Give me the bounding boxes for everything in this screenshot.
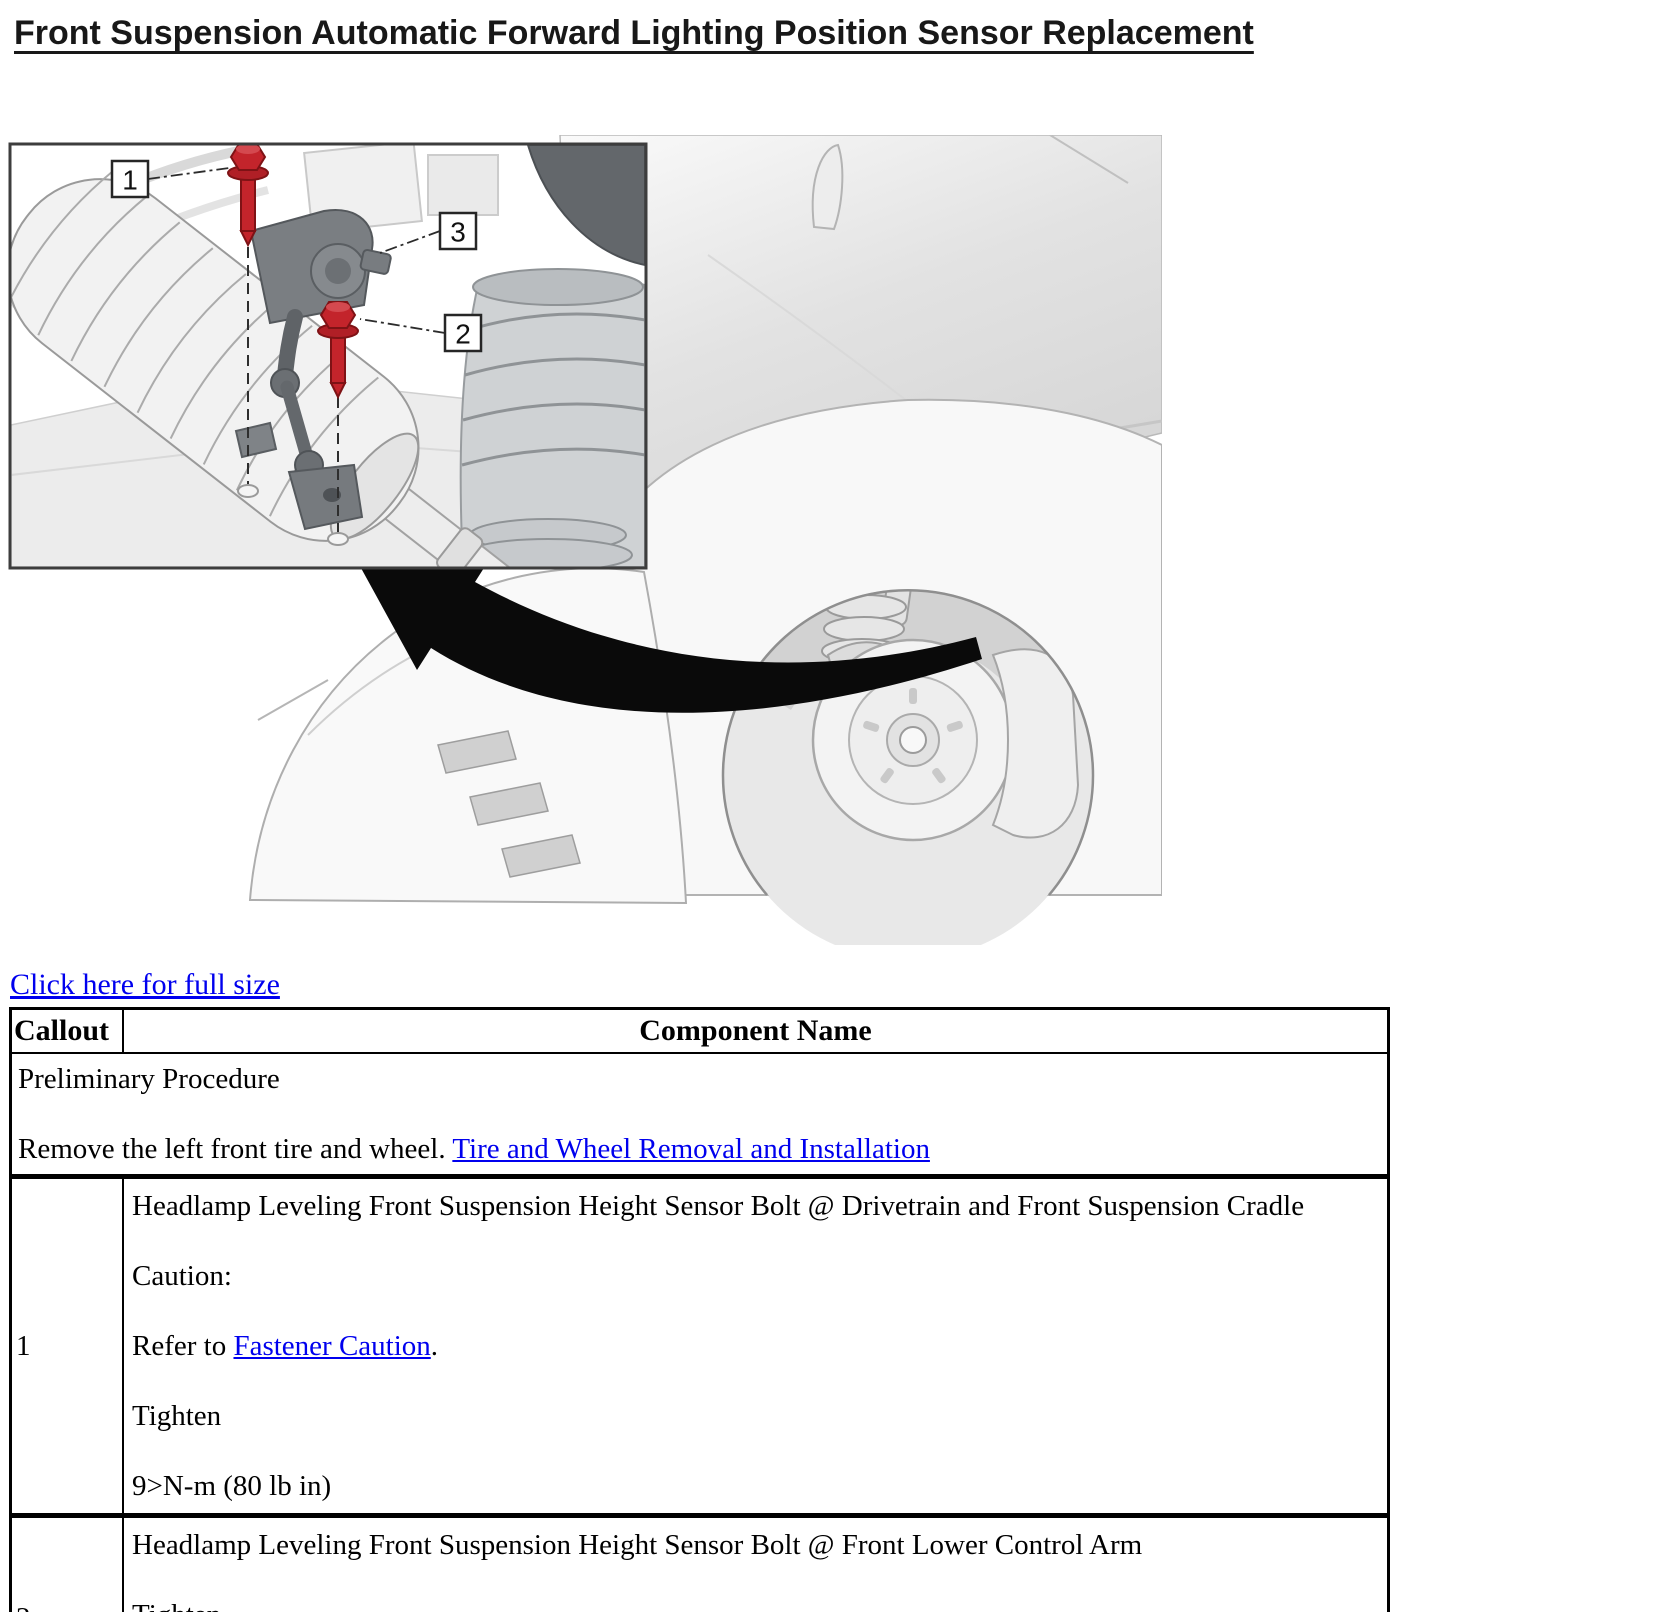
red-bolt-2-icon bbox=[317, 301, 359, 546]
table-header-row: Callout Component Name bbox=[9, 1007, 1390, 1054]
tighten-label-1: Tighten bbox=[132, 1400, 222, 1432]
bumper-vents bbox=[437, 730, 581, 878]
preliminary-row: Preliminary Procedure Remove the left fr… bbox=[9, 1052, 1390, 1179]
svg-text:3: 3 bbox=[450, 217, 466, 248]
table-row-callout-2: 2 Headlamp Leveling Front Suspension Hei… bbox=[9, 1514, 1390, 1612]
refer-prefix: Refer to bbox=[132, 1330, 227, 1362]
torque-value-1: 9>N-m (80 lb in) bbox=[132, 1470, 332, 1502]
fender-arch-outline bbox=[721, 589, 1095, 896]
component-table: Callout Component Name Preliminary Proce… bbox=[9, 1007, 1390, 1612]
caution-label: Caution: bbox=[132, 1260, 232, 1292]
callout-cell-2: 2 bbox=[9, 1514, 124, 1612]
refer-suffix: . bbox=[430, 1330, 439, 1362]
fastener-caution-link[interactable]: Fastener Caution bbox=[233, 1330, 431, 1362]
tighten-label-2: Tighten bbox=[132, 1598, 1381, 1612]
hood-vent-fin bbox=[811, 143, 844, 231]
red-bolt-1-icon bbox=[227, 145, 269, 498]
full-size-link[interactable]: Click here for full size bbox=[10, 968, 280, 1001]
callout-2-label: 2 bbox=[443, 313, 483, 353]
callout-1-label: 1 bbox=[110, 159, 150, 199]
air-spring-bellows bbox=[459, 268, 645, 567]
table-row-callout-1: 1 Headlamp Leveling Front Suspension Hei… bbox=[9, 1175, 1390, 1518]
refer-line: Refer to Fastener Caution. bbox=[132, 1329, 1381, 1363]
strut-tower-dark bbox=[527, 145, 645, 266]
callout-header: Callout bbox=[9, 1007, 124, 1054]
a-pillar-line bbox=[1049, 134, 1129, 184]
svg-text:1: 1 bbox=[122, 165, 138, 196]
preliminary-step-text: Remove the left front tire and wheel. bbox=[18, 1133, 446, 1165]
tire-wheel-removal-link[interactable]: Tire and Wheel Removal and Installation bbox=[452, 1133, 930, 1165]
preliminary-title: Preliminary Procedure bbox=[18, 1063, 280, 1095]
wheel-well-shadow bbox=[748, 590, 1068, 710]
svg-text:2: 2 bbox=[455, 319, 471, 350]
height-sensor-assembly bbox=[234, 209, 392, 531]
zoom-arrow-icon bbox=[350, 548, 982, 713]
inset-detail-view: 1 3 2 bbox=[8, 142, 648, 570]
component-name-1: Headlamp Leveling Front Suspension Heigh… bbox=[132, 1190, 1305, 1222]
suspension-figure-svg: 1 3 2 bbox=[8, 134, 1163, 960]
component-name-header: Component Name bbox=[122, 1007, 1390, 1054]
component-name-2: Headlamp Leveling Front Suspension Heigh… bbox=[132, 1529, 1143, 1561]
callout-leader-lines bbox=[147, 167, 446, 334]
callout-cell-1: 1 bbox=[9, 1175, 124, 1518]
callout-3-label: 3 bbox=[438, 211, 478, 251]
preliminary-step: Remove the left front tire and wheel. Ti… bbox=[18, 1132, 1383, 1166]
page-title: Front Suspension Automatic Forward Light… bbox=[14, 14, 1254, 52]
steering-gear-boot bbox=[11, 169, 581, 567]
figure-illustration: 1 3 2 bbox=[8, 134, 1163, 960]
